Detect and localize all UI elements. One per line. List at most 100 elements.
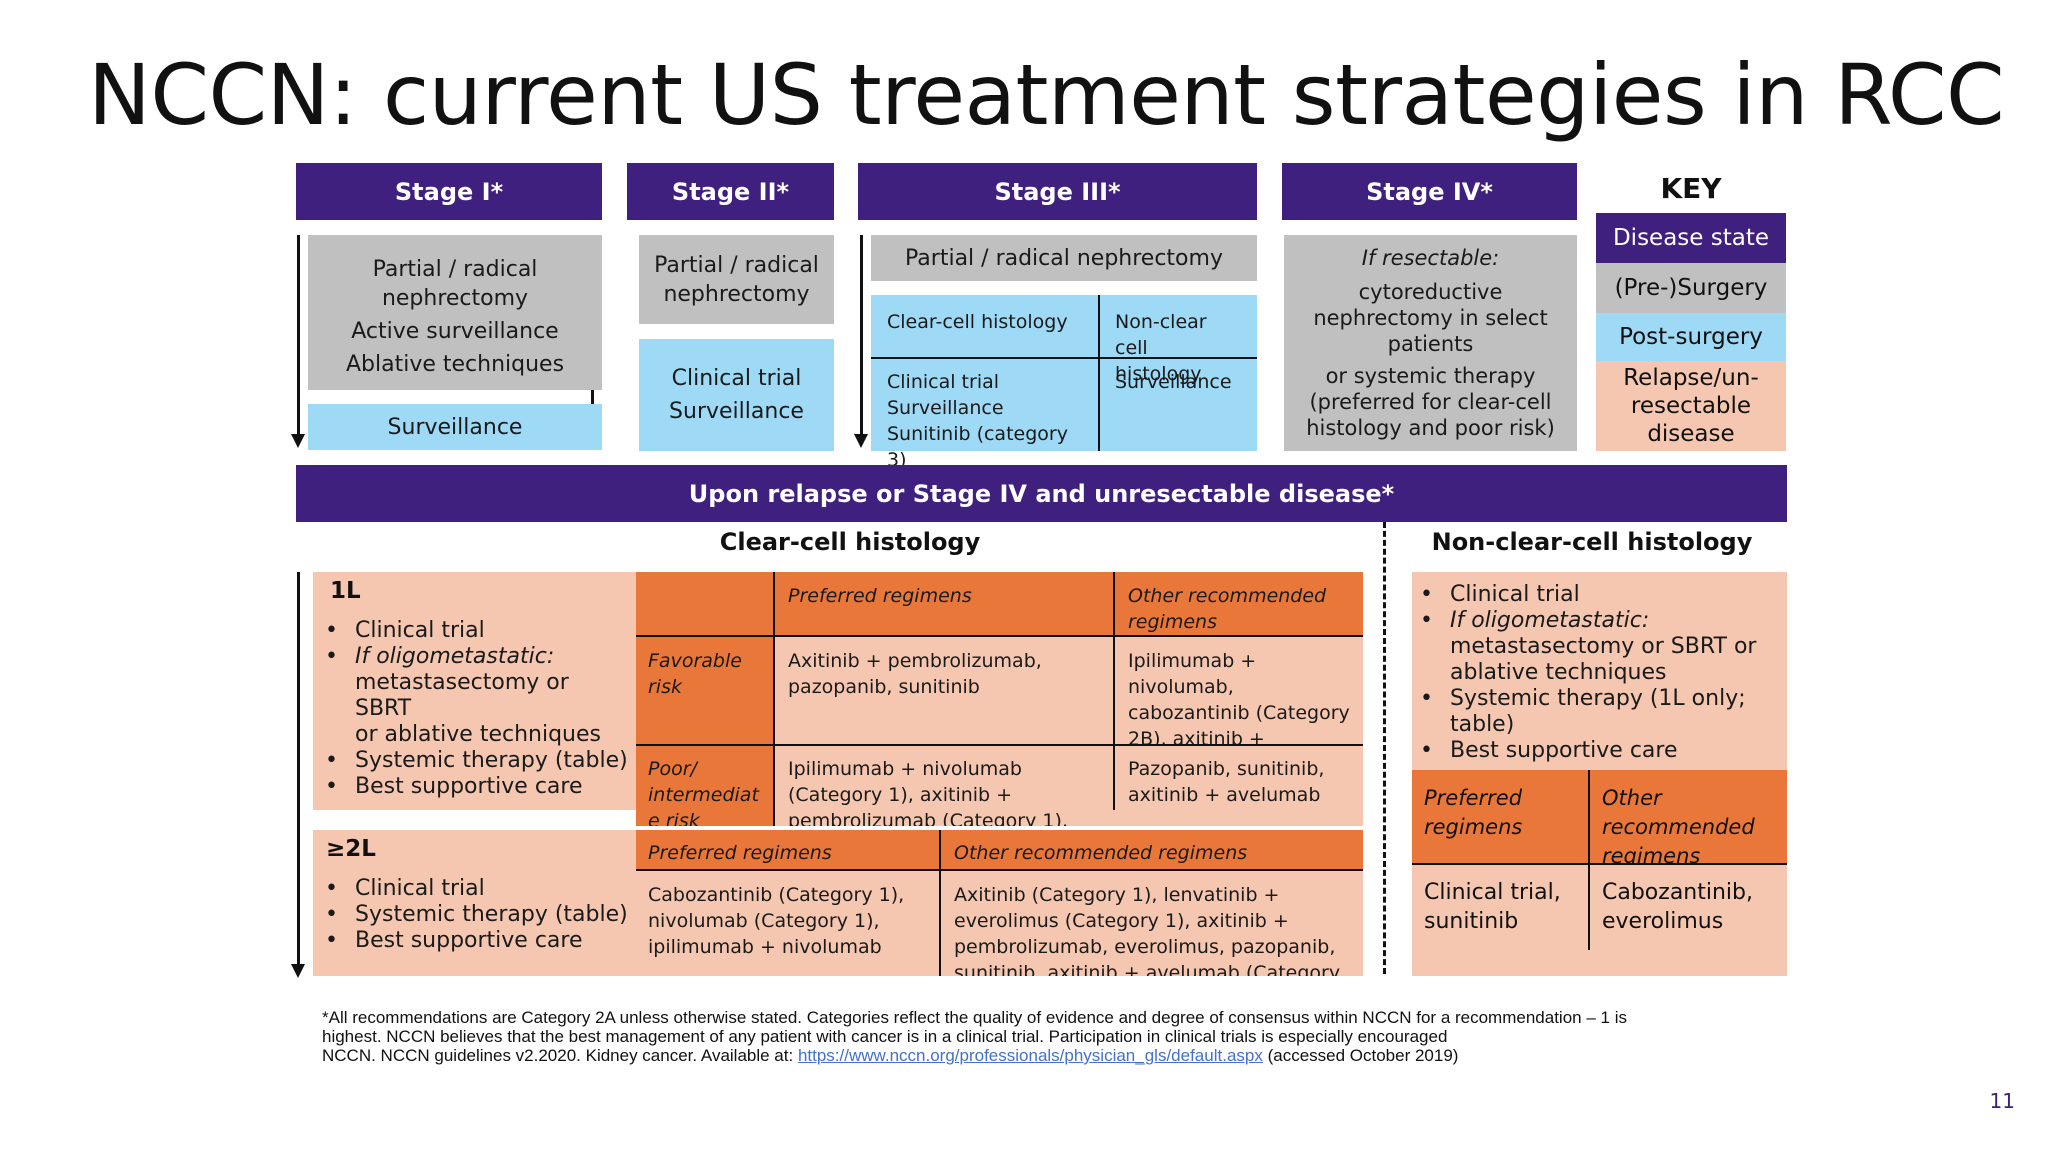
- first-line-table-risk-column: [636, 636, 774, 826]
- favorable-risk-label: Favorable risk: [638, 642, 772, 706]
- first-line-preferred-header: Preferred regimens: [788, 585, 972, 607]
- non-clear-bullet-text: table): [1450, 712, 1515, 737]
- favorable-other-line: 2B), axitinib + avelumab: [1128, 728, 1265, 744]
- key-title: KEY: [1660, 172, 1722, 205]
- footnote-line: *All recommendations are Category 2A unl…: [322, 1008, 1627, 1027]
- non-clear-bullet-text: If oligometastatic:: [1450, 608, 1650, 633]
- stage-2-line: Surveillance: [669, 399, 804, 424]
- stage-4-box: If resectable: cytoreductive nephrectomy…: [1284, 235, 1577, 451]
- first-line-bullet: If oligometastatic:metastasectomy or SBR…: [325, 644, 631, 748]
- histology-divider: [1383, 522, 1386, 974]
- stage-3-divider: [871, 357, 1257, 359]
- favorable-risk-line: risk: [648, 676, 682, 698]
- first-line-table: Preferred regimens Other recommended reg…: [636, 572, 1363, 826]
- non-clear-other: Cabozantinib, everolimus: [1592, 872, 1787, 942]
- stage-4-line: patients: [1387, 332, 1474, 356]
- second-line-table-header-row: [636, 830, 1363, 870]
- poor-risk-label: Poor/ intermediat e risk: [638, 750, 772, 826]
- second-line-table-divider: [939, 830, 941, 976]
- treatment-line-arrow-head: [291, 964, 305, 978]
- stage-1-surveillance: Surveillance: [387, 414, 523, 440]
- footnote-reference: NCCN. NCCN guidelines v2.2020. Kidney ca…: [322, 1046, 1842, 1065]
- second-line-preferred-line: ipilimumab + nivolumab: [648, 936, 882, 958]
- non-clear-preferred-header: Preferred regimens: [1414, 778, 1586, 848]
- first-line-bullet: Systemic therapy (table): [325, 748, 631, 774]
- second-line-table-divider: [636, 869, 1363, 871]
- stage-1-arrow: [297, 235, 300, 435]
- non-clear-other-header-line: regimens: [1602, 844, 1701, 864]
- poor-other: Pazopanib, sunitinib, axitinib + aveluma…: [1118, 750, 1363, 814]
- stage-3-non-clear-label: Non-clear cell histology: [1105, 303, 1255, 393]
- key-relapse-line: disease: [1647, 421, 1735, 447]
- first-line-table-divider: [1113, 572, 1115, 810]
- non-clear-table: Preferred regimens Other recommended reg…: [1412, 770, 1787, 950]
- key-post-surgery: Post-surgery: [1596, 313, 1786, 361]
- stage-1-arrow-head: [291, 434, 305, 448]
- stage-3-clear-cell-label: Clear-cell histology: [887, 311, 1068, 333]
- first-line-other-header-line: Other recommended: [1128, 585, 1327, 607]
- first-line-other-header: Other recommended regimens: [1118, 577, 1363, 641]
- non-clear-preferred-line: sunitinib: [1424, 909, 1519, 934]
- second-line-preferred-line: nivolumab (Category 1),: [648, 910, 880, 932]
- stage-4-line: (preferred for clear-cell: [1309, 390, 1552, 414]
- relapse-banner: Upon relapse or Stage IV and unresectabl…: [296, 465, 1787, 522]
- footnote-line: highest. NCCN believes that the best man…: [322, 1027, 1448, 1046]
- stage-1-line: Ablative techniques: [345, 351, 565, 377]
- second-line-preferred-header: Preferred regimens: [648, 842, 832, 864]
- clear-cell-heading: Clear-cell histology: [719, 528, 981, 556]
- footnote-reference-text: (accessed October 2019): [1262, 1046, 1459, 1065]
- stage-3-surgery-box: Partial / radical nephrectomy: [871, 235, 1257, 281]
- stage-3-arrow-head: [854, 434, 868, 448]
- poor-preferred-line: (Category 1), axitinib +: [788, 784, 1013, 806]
- favorable-other-line: nivolumab,: [1128, 676, 1234, 698]
- non-clear-other-header: Other recommended regimens: [1592, 778, 1787, 864]
- stage-3-option: Surveillance: [887, 397, 1004, 419]
- nccn-link[interactable]: https://www.nccn.org/professionals/physi…: [797, 1046, 1263, 1065]
- poor-other-line: Pazopanib, sunitinib,: [1128, 758, 1325, 780]
- first-line-label: 1L: [330, 578, 361, 604]
- favorable-preferred-line: pazopanib, sunitinib: [788, 676, 980, 698]
- poor-preferred: Ipilimumab + nivolumab (Category 1), axi…: [778, 750, 1112, 826]
- second-line-bullet: Systemic therapy (table): [325, 902, 631, 928]
- stage-4-header: Stage IV*: [1282, 163, 1577, 220]
- non-clear-preferred-header-line: Preferred: [1424, 786, 1523, 810]
- second-line-other: Axitinib (Category 1), lenvatinib + ever…: [944, 876, 1363, 976]
- poor-risk-line: e risk: [648, 810, 700, 826]
- stage-2-line: Clinical trial: [671, 366, 802, 391]
- key-relapse-line: resectable: [1630, 393, 1752, 419]
- stage-3-arrow: [860, 235, 863, 435]
- non-clear-bullet: If oligometastatic:metastasectomy or SBR…: [1420, 608, 1786, 686]
- stage-4-line: cytoreductive: [1358, 280, 1503, 304]
- first-line-bullets: Clinical trial If oligometastatic:metast…: [311, 618, 631, 800]
- poor-other-line: axitinib + avelumab: [1128, 784, 1321, 806]
- non-clear-preferred-header-line: regimens: [1424, 815, 1523, 839]
- first-line-bullet: Best supportive care: [325, 774, 631, 800]
- first-line-bullet-text: or ablative techniques: [355, 722, 601, 747]
- stage-4-line: histology and poor risk): [1306, 416, 1555, 440]
- key-relapse-line: Relapse/un-: [1623, 365, 1759, 391]
- non-clear-other-line: everolimus: [1602, 909, 1724, 934]
- favorable-other-line: Ipilimumab +: [1128, 650, 1257, 672]
- non-clear-other-header-line: Other: [1602, 786, 1662, 810]
- non-clear-other-line: Cabozantinib,: [1602, 880, 1753, 905]
- favorable-other: Ipilimumab + nivolumab, cabozantinib (Ca…: [1118, 642, 1363, 744]
- stage-3-non-clear-line: histology: [1115, 363, 1202, 385]
- first-line-bullet-text: If oligometastatic:: [355, 644, 555, 669]
- non-clear-preferred: Clinical trial, sunitinib: [1414, 872, 1586, 942]
- second-line-table: Preferred regimens Other recommended reg…: [636, 830, 1363, 976]
- second-line-preferred: Cabozantinib (Category 1), nivolumab (Ca…: [638, 876, 938, 966]
- stage-1-surgery-box: Partial / radical nephrectomy Active sur…: [308, 235, 602, 390]
- first-line-table-divider: [636, 744, 1363, 746]
- stage-3-header: Stage III*: [858, 163, 1257, 220]
- second-line-bullet: Clinical trial: [325, 876, 631, 902]
- second-line-bullet: Best supportive care: [325, 928, 631, 954]
- stage-3-option: Clinical trial: [887, 371, 1000, 393]
- footnote-reference-text: NCCN. NCCN guidelines v2.2020. Kidney ca…: [322, 1046, 798, 1065]
- stage-1-surveillance-box: Surveillance: [308, 404, 602, 450]
- page-title: NCCN: current US treatment strategies in…: [88, 46, 2005, 144]
- non-clear-other-header-line: recommended: [1602, 815, 1755, 839]
- key-disease-state: Disease state: [1596, 213, 1786, 263]
- stage-1-header: Stage I*: [296, 163, 602, 220]
- stage-3-surgery: Partial / radical nephrectomy: [905, 245, 1223, 271]
- second-line-other-line: everolimus (Category 1), axitinib +: [954, 910, 1289, 932]
